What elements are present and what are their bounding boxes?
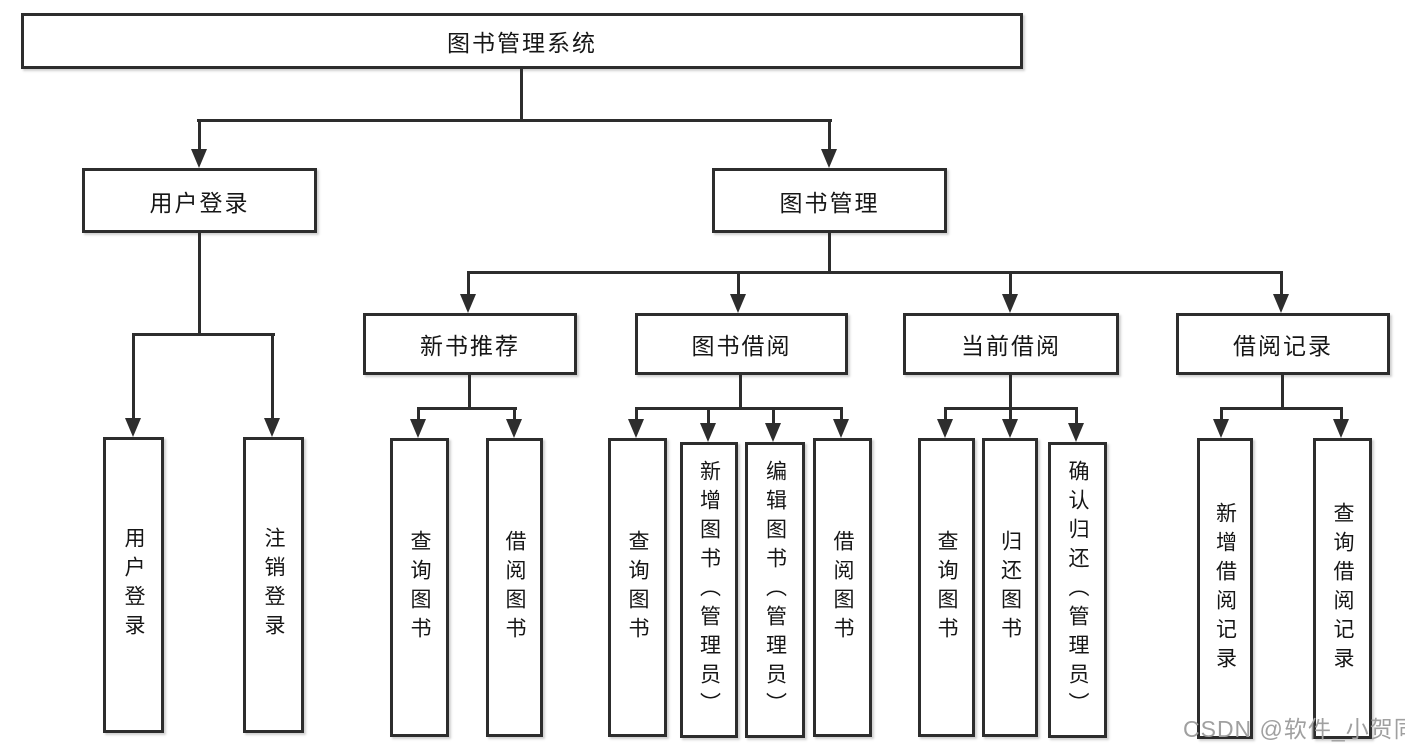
connector-borrow-bar	[635, 407, 843, 410]
leaf-logout: 注销登录	[243, 437, 304, 733]
node-current-borrow: 当前借阅	[903, 313, 1119, 375]
connector-borrow-drop-3	[772, 407, 775, 425]
leaf-newrec-borrow-books: 借阅图书	[486, 438, 543, 737]
connector-newrec-drop-1	[417, 407, 420, 421]
leaf-user-login: 用户登录	[103, 437, 164, 733]
connector-bookmgmt-drop-4	[1280, 271, 1283, 297]
leaf-newrec-query-books-label: 查询图书	[408, 529, 431, 646]
node-new-book-recommend: 新书推荐	[363, 313, 577, 375]
connector-borrow-drop-1	[635, 407, 638, 421]
arrowhead-record-add	[1213, 419, 1229, 438]
connector-root-stem	[520, 69, 523, 122]
node-root: 图书管理系统	[21, 13, 1023, 69]
connector-current-drop-3	[1075, 407, 1078, 425]
arrowhead-leaf-user-login	[125, 418, 141, 437]
connector-newrec-drop-2	[513, 407, 516, 421]
arrowhead-borrow-borrow	[833, 419, 849, 438]
arrowhead-new-book-recommend	[460, 294, 476, 313]
leaf-current-return-books: 归还图书	[982, 438, 1038, 737]
leaf-borrow-edit-books-label: 编辑图书（管理员）	[763, 459, 787, 721]
arrowhead-book-borrow	[730, 294, 746, 313]
arrowhead-borrow-edit	[765, 423, 781, 442]
connector-current-drop-2	[1009, 407, 1012, 421]
leaf-borrow-edit-books: 编辑图书（管理员）	[745, 442, 805, 738]
connector-borrow-drop-2	[707, 407, 710, 425]
connector-record-drop-2	[1340, 407, 1343, 421]
arrowhead-current-borrow	[1002, 294, 1018, 313]
leaf-borrow-borrow-books-label: 借阅图书	[831, 529, 854, 646]
arrowhead-borrow-add	[700, 423, 716, 442]
node-new-book-recommend-label: 新书推荐	[420, 333, 520, 359]
connector-userlogin-bar	[132, 333, 275, 336]
leaf-newrec-borrow-books-label: 借阅图书	[503, 529, 526, 646]
connector-borrow-drop-4	[840, 407, 843, 421]
connector-root-drop-left	[198, 119, 201, 152]
node-book-borrow-label: 图书借阅	[691, 333, 792, 359]
arrowhead-borrow-record	[1273, 294, 1289, 313]
arrowhead-user-login	[191, 149, 207, 168]
connector-current-drop-1	[944, 407, 947, 421]
arrowhead-record-query	[1333, 419, 1349, 438]
arrowhead-borrow-query	[628, 419, 644, 438]
connector-userlogin-stem	[198, 233, 201, 335]
connector-record-stem	[1281, 375, 1284, 409]
leaf-current-confirm-return-label: 确认归还（管理员）	[1066, 459, 1089, 721]
arrowhead-current-return	[1002, 419, 1018, 438]
connector-newrec-stem	[468, 375, 471, 409]
arrowhead-leaf-logout	[264, 418, 280, 437]
leaf-borrow-add-books-label: 新增图书（管理员）	[697, 459, 721, 721]
leaf-borrow-query-books: 查询图书	[608, 438, 667, 737]
node-borrow-record-label: 借阅记录	[1233, 333, 1333, 359]
node-user-login: 用户登录	[82, 168, 317, 233]
node-book-management-label: 图书管理	[779, 189, 880, 216]
connector-root-drop-right	[828, 119, 831, 152]
leaf-record-query-record-label: 查询借阅记录	[1331, 501, 1354, 676]
csdn-watermark: CSDN @软件_小贺同学	[1183, 716, 1405, 742]
leaf-current-return-books-label: 归还图书	[998, 529, 1022, 646]
leaf-current-query-books: 查询图书	[918, 438, 975, 737]
connector-userlogin-drop-1	[132, 333, 135, 421]
leaf-record-add-record-label: 新增借阅记录	[1213, 501, 1237, 676]
node-book-management: 图书管理	[712, 168, 947, 233]
leaf-current-query-books-label: 查询图书	[935, 529, 958, 646]
node-current-borrow-label: 当前借阅	[961, 333, 1061, 359]
leaf-borrow-borrow-books: 借阅图书	[813, 438, 872, 737]
leaf-borrow-add-books: 新增图书（管理员）	[680, 442, 738, 738]
leaf-logout-label: 注销登录	[262, 527, 285, 643]
connector-bookmgmt-drop-2	[737, 271, 740, 297]
leaf-user-login-label: 用户登录	[122, 527, 145, 643]
connector-bookmgmt-drop-3	[1009, 271, 1012, 297]
leaf-record-add-record: 新增借阅记录	[1197, 438, 1253, 739]
connector-record-drop-1	[1220, 407, 1223, 421]
arrowhead-newrec-borrow	[506, 419, 522, 438]
arrowhead-book-management	[821, 149, 837, 168]
node-user-login-label: 用户登录	[149, 189, 250, 216]
connector-record-bar	[1220, 407, 1343, 410]
connector-newrec-bar	[417, 407, 517, 410]
leaf-borrow-query-books-label: 查询图书	[626, 529, 649, 646]
connector-userlogin-drop-2	[271, 333, 274, 421]
arrowhead-current-confirm	[1068, 423, 1084, 442]
connector-bookmgmt-drop-1	[467, 271, 470, 297]
node-book-borrow: 图书借阅	[635, 313, 848, 375]
connector-borrow-stem	[739, 375, 742, 409]
leaf-record-query-record: 查询借阅记录	[1313, 438, 1372, 739]
connector-bookmgmt-stem	[828, 233, 831, 273]
connector-root-bar	[197, 119, 832, 122]
node-root-label: 图书管理系统	[447, 30, 597, 56]
leaf-current-confirm-return: 确认归还（管理员）	[1048, 442, 1107, 738]
connector-bookmgmt-bar	[467, 271, 1283, 274]
node-borrow-record: 借阅记录	[1176, 313, 1390, 375]
arrowhead-newrec-query	[410, 419, 426, 438]
leaf-newrec-query-books: 查询图书	[390, 438, 449, 737]
connector-current-stem	[1009, 375, 1012, 409]
arrowhead-current-query	[937, 419, 953, 438]
